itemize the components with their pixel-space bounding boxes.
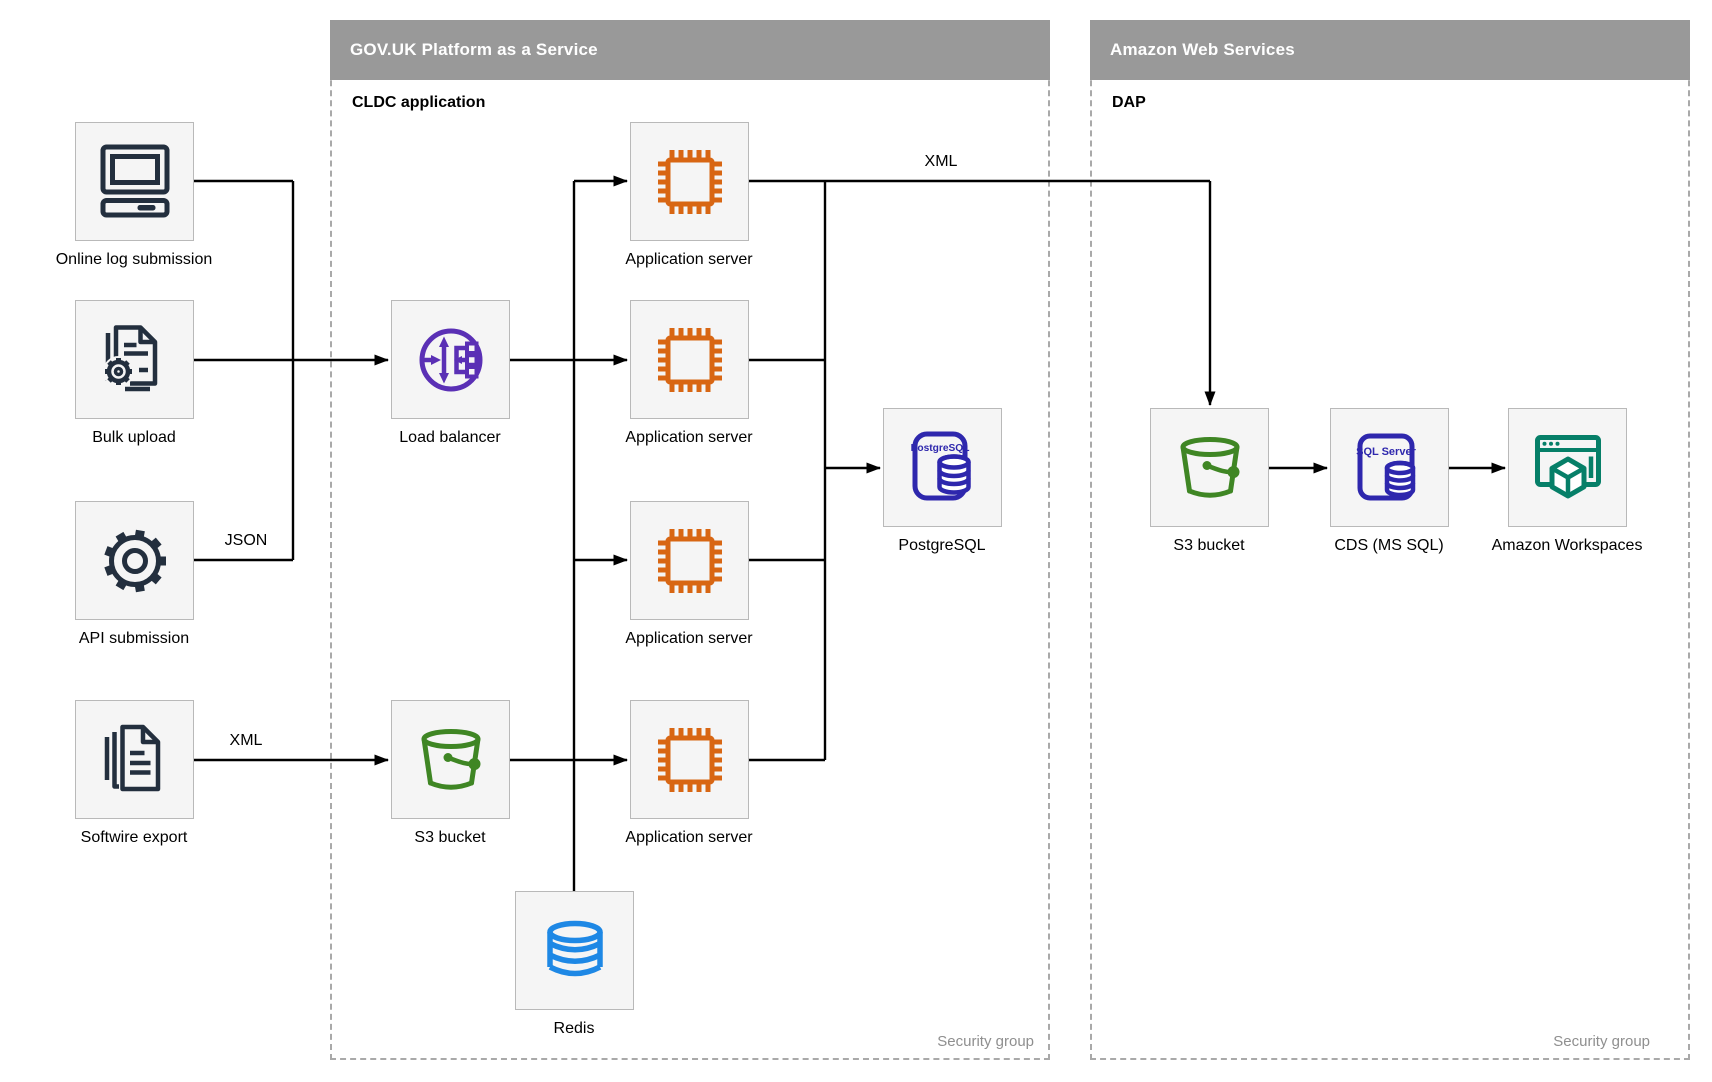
chip-icon (657, 327, 722, 392)
s3-bucket-icon (421, 728, 480, 790)
node-label-load-balancer: Load balancer (399, 429, 501, 446)
node-app-server-4 (630, 700, 749, 819)
node-s3-bucket-aws (1150, 408, 1269, 527)
stacked-documents-icon (104, 724, 160, 791)
node-label-cds-mssql: CDS (MS SQL) (1334, 537, 1444, 554)
aws-header: Amazon Web Services (1090, 20, 1690, 80)
govuk-paas-container: GOV.UK Platform as a Service CLDC applic… (330, 20, 1050, 1060)
node-online-log-submission (75, 122, 194, 241)
node-redis (515, 891, 634, 1010)
edge-label-xml-softwire: XML (225, 732, 267, 750)
document-gear-icon (102, 324, 157, 391)
chip-icon (657, 149, 722, 214)
node-label-api-submission: API submission (78, 630, 190, 647)
node-label-bulk-upload: Bulk upload (92, 429, 176, 446)
node-softwire-export (75, 700, 194, 819)
sql-server-icon: SQL Server (1356, 433, 1416, 500)
node-label-app-server-2: Application server (625, 429, 753, 446)
aws-security-group-label: Security group (1553, 1033, 1650, 1050)
node-label-postgresql: PostgreSQL (898, 537, 986, 554)
node-label-redis: Redis (553, 1020, 595, 1037)
computer-icon (100, 144, 169, 217)
node-label-app-server-1: Application server (625, 251, 753, 268)
edge-label-xml-aws: XML (920, 153, 962, 171)
load-balancer-icon (419, 328, 482, 391)
node-label-softwire-export: Softwire export (80, 829, 188, 846)
node-app-server-3 (630, 501, 749, 620)
gear-icon (103, 529, 166, 592)
svg-text:SQL Server: SQL Server (1356, 446, 1416, 458)
node-postgresql: PostgreSQL (883, 408, 1002, 527)
node-label-amazon-workspaces: Amazon Workspaces (1491, 537, 1643, 554)
govuk-paas-header: GOV.UK Platform as a Service (330, 20, 1050, 80)
node-s3-bucket-paas (391, 700, 510, 819)
svg-text:PostgreSQL: PostgreSQL (910, 443, 969, 454)
node-cds-mssql: SQL Server (1330, 408, 1449, 527)
aws-container: Amazon Web Services DAP Security group (1090, 20, 1690, 1060)
chip-icon (657, 727, 722, 792)
node-bulk-upload (75, 300, 194, 419)
cldc-application-label: CLDC application (352, 94, 486, 111)
edge-label-json: JSON (220, 532, 272, 550)
node-load-balancer (391, 300, 510, 419)
node-api-submission (75, 501, 194, 620)
redis-database-icon (546, 920, 603, 976)
node-amazon-workspaces (1508, 408, 1627, 527)
govuk-paas-title: GOV.UK Platform as a Service (350, 40, 598, 59)
workspaces-icon (1534, 434, 1601, 498)
s3-bucket-icon (1180, 436, 1239, 498)
node-label-s3-bucket-aws: S3 bucket (1173, 537, 1245, 554)
aws-title: Amazon Web Services (1110, 40, 1295, 59)
postgresql-icon: PostgreSQL (910, 431, 971, 500)
node-app-server-1 (630, 122, 749, 241)
govuk-security-group-label: Security group (937, 1033, 1034, 1050)
node-label-s3-bucket-paas: S3 bucket (414, 829, 486, 846)
node-label-app-server-3: Application server (625, 630, 753, 647)
chip-icon (657, 528, 722, 593)
dap-label: DAP (1112, 94, 1146, 111)
node-label-app-server-4: Application server (625, 829, 753, 846)
node-app-server-2 (630, 300, 749, 419)
node-label-online-log: Online log submission (55, 251, 213, 268)
